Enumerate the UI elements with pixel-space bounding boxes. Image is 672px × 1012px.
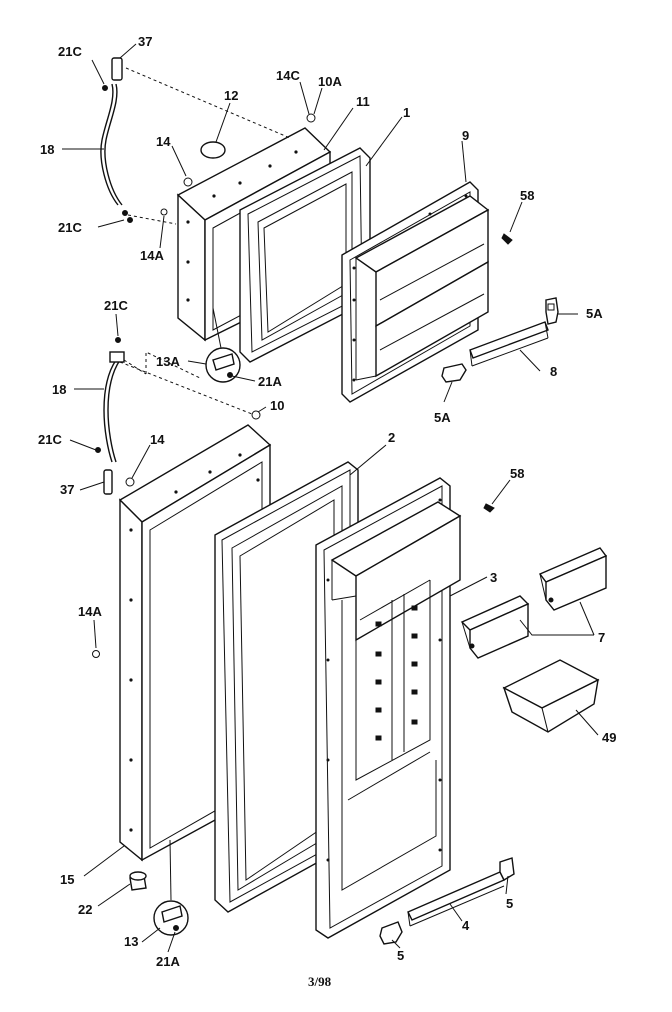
label-12: 12 xyxy=(224,88,238,103)
fresh-food-door-liner xyxy=(315,477,462,939)
shelf-retainer-right xyxy=(499,857,515,881)
label-9: 9 xyxy=(462,128,469,143)
label-10a: 10A xyxy=(318,74,342,89)
label-7: 7 xyxy=(598,630,605,645)
label-13: 13 xyxy=(124,934,138,949)
label-15: 15 xyxy=(60,872,74,887)
label-18: 18 xyxy=(40,142,54,157)
label-21a: 21A xyxy=(258,374,282,389)
shelf-retainer-left xyxy=(379,921,403,945)
label-5a: 5A xyxy=(586,306,603,321)
label-13a: 13A xyxy=(156,354,180,369)
fresh-food-handle-mount xyxy=(153,900,189,936)
label-11: 11 xyxy=(356,94,370,109)
label-37: 37 xyxy=(138,34,152,49)
door-bin-lower xyxy=(460,595,530,659)
rail-retainer-top xyxy=(545,297,559,325)
alignment-lines xyxy=(119,67,291,901)
fresh-food-hinge xyxy=(92,337,261,891)
label-1: 1 xyxy=(403,105,410,120)
freezer-shelf-rail xyxy=(469,321,549,367)
label-58: 58 xyxy=(510,466,524,481)
label-5a: 5A xyxy=(434,410,451,425)
label-14a: 14A xyxy=(78,604,102,619)
label-4: 4 xyxy=(462,918,470,933)
label-58: 58 xyxy=(520,188,534,203)
label-49: 49 xyxy=(602,730,616,745)
label-14: 14 xyxy=(150,432,165,447)
label-10: 10 xyxy=(270,398,284,413)
label-14: 14 xyxy=(156,134,171,149)
label-18: 18 xyxy=(52,382,66,397)
label-21a: 21A xyxy=(156,954,180,969)
leader-lines xyxy=(62,43,599,953)
freezer-door-liner xyxy=(341,181,490,403)
dairy-bin xyxy=(502,659,600,733)
label-8: 8 xyxy=(550,364,557,379)
label-22: 22 xyxy=(78,902,92,917)
label-3: 3 xyxy=(490,570,497,585)
label-14a: 14A xyxy=(140,248,164,263)
label-2: 2 xyxy=(388,430,395,445)
part-labels: 21C 37 14C 10A 12 11 1 9 18 14 58 21C 14… xyxy=(38,34,616,989)
label-37: 37 xyxy=(60,482,74,497)
footer-code: 3/98 xyxy=(308,974,332,989)
label-5: 5 xyxy=(397,948,404,963)
label-21c: 21C xyxy=(58,44,82,59)
screws-58 xyxy=(483,233,513,513)
label-21c: 21C xyxy=(38,432,62,447)
door-bin-upper xyxy=(538,547,608,611)
freezer-handle-mount xyxy=(205,347,241,383)
label-21c: 21C xyxy=(104,298,128,313)
rail-retainer-bottom xyxy=(441,363,467,383)
label-14c: 14C xyxy=(276,68,300,83)
label-21c: 21C xyxy=(58,220,82,235)
freezer-hinge-top xyxy=(100,57,316,223)
label-5: 5 xyxy=(506,896,513,911)
